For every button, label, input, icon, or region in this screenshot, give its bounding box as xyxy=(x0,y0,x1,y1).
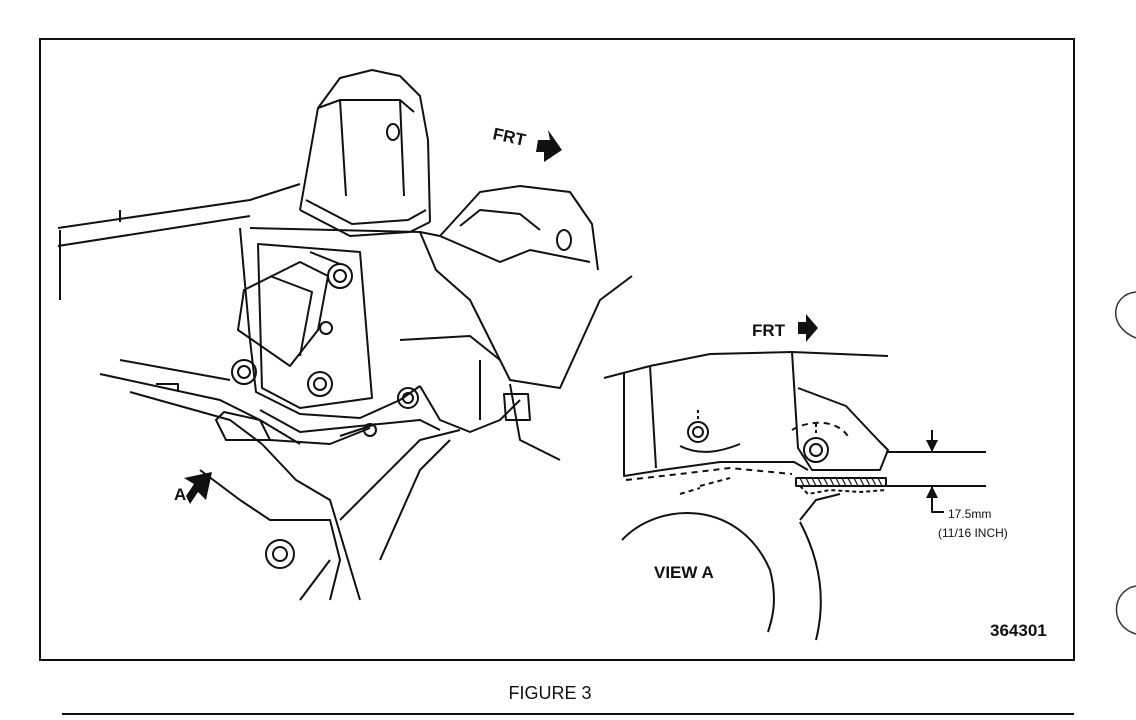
view-arrow-label: A xyxy=(174,485,186,504)
mount-assembly-drawing xyxy=(57,69,633,601)
front-label-view: FRT xyxy=(752,321,786,340)
dimension-mm: 17.5mm xyxy=(948,507,991,521)
punch-hole-bottom xyxy=(1115,585,1136,635)
serrated-insulator xyxy=(799,477,883,487)
figure-number: 364301 xyxy=(990,621,1047,640)
dimension-inch: (11/16 INCH) xyxy=(938,526,1008,540)
front-label-main: FRT xyxy=(491,124,528,150)
figure-frame xyxy=(39,38,1075,661)
front-arrow-main xyxy=(536,130,562,162)
dimension-arrow-down-icon xyxy=(926,440,938,452)
front-arrow-view-icon xyxy=(798,314,818,342)
front-arrow-icon xyxy=(536,130,562,162)
view-title: VIEW A xyxy=(654,563,714,582)
dimension-arrow-up-icon xyxy=(926,486,938,498)
view-a-arrow-icon xyxy=(184,472,212,504)
punch-hole-top xyxy=(1115,291,1136,339)
view-a-detail-drawing xyxy=(603,351,986,641)
figure-caption: FIGURE 3 xyxy=(508,683,592,703)
